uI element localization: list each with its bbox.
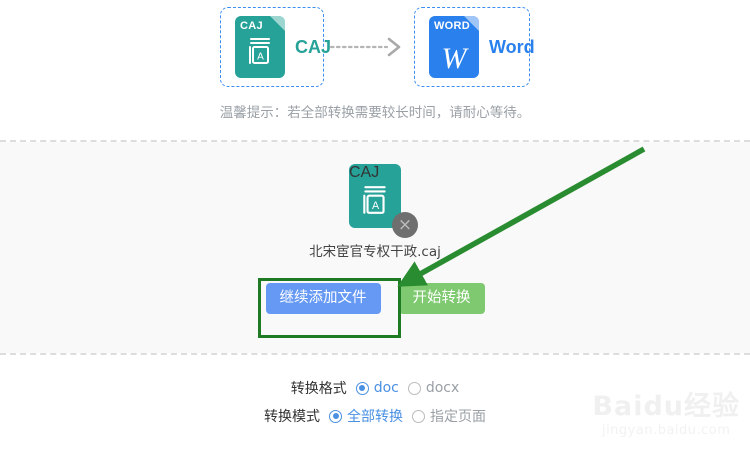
remove-file-icon[interactable]: × (392, 212, 418, 238)
conversion-tip-text: 温馨提示：若全部转换需要较长时间，请耐心等待。 (219, 105, 531, 121)
source-format-label: CAJ (295, 36, 332, 57)
separator-top (0, 140, 750, 142)
radio-label-all-pages: 全部转换 (347, 409, 403, 425)
file-thumbnail-wrap: CAJ A × (349, 164, 418, 238)
radio-option-all-pages[interactable]: 全部转换 (329, 406, 403, 426)
dotted-arrow-right-icon (326, 37, 412, 57)
page-fold-corner-icon (270, 16, 285, 31)
caj-file-icon: CAJ A (235, 16, 285, 78)
action-button-row: 继续添加文件 开始转换 (0, 283, 750, 314)
book-glyph-icon: A (247, 36, 273, 71)
option-label-format: 转换格式 (290, 381, 347, 397)
watermark-sub-text: jingyan.baidu.com (601, 423, 731, 438)
radio-doc-icon[interactable] (355, 381, 369, 395)
option-row-mode: 转换模式 全部转换 指定页面 (0, 402, 750, 430)
radio-label-docx: docx (425, 380, 460, 396)
svg-text:A: A (257, 52, 264, 63)
source-format-card[interactable]: CAJ A CAJ (220, 7, 331, 87)
svg-text:A: A (372, 200, 380, 212)
option-label-mode: 转换模式 (264, 409, 320, 425)
format-row: CAJ A CAJ (0, 0, 750, 87)
radio-option-docx[interactable]: docx (407, 380, 460, 396)
file-upload-area: CAJ A × 北宋宦官专权干政.caj 继续添加文件 开始转换 (0, 142, 750, 353)
caj-ext-label: CAJ (240, 20, 263, 32)
radio-specific-pages-icon[interactable] (412, 409, 425, 423)
caj-ext-label: CAJ (349, 164, 380, 181)
word-ext-label: WORD (434, 20, 471, 32)
file-name-label: 北宋宦官专权干政.caj (309, 244, 441, 260)
add-more-files-button[interactable]: 继续添加文件 (265, 283, 381, 314)
radio-label-specific-pages: 指定页面 (430, 409, 486, 425)
book-glyph-icon: A (361, 184, 389, 221)
radio-option-specific-pages[interactable]: 指定页面 (412, 406, 486, 426)
watermark-main-text: Baidu经验 (592, 391, 740, 422)
w-glyph-icon: W (441, 42, 467, 75)
conversion-format-banner: CAJ A CAJ (0, 0, 750, 140)
target-format-card[interactable]: WORD W Word (414, 7, 535, 87)
file-list-item[interactable]: CAJ A × 北宋宦官专权干政.caj (0, 164, 750, 260)
caj-file-icon: CAJ A (349, 164, 401, 228)
watermark: Baidu经验 jingyan.baidu.com (592, 393, 740, 438)
radio-all-pages-icon[interactable] (329, 409, 342, 423)
radio-docx-icon[interactable] (407, 381, 421, 395)
word-file-icon: WORD W (429, 16, 479, 78)
target-format-label: Word (489, 36, 535, 57)
start-conversion-button[interactable]: 开始转换 (398, 283, 485, 314)
radio-label-doc: doc (373, 380, 399, 396)
separator-bottom (0, 353, 750, 355)
option-row-format: 转换格式 doc docx (0, 374, 750, 402)
radio-option-doc[interactable]: doc (355, 380, 399, 396)
page-fold-corner-icon (464, 16, 479, 31)
conversion-options: 转换格式 doc docx 转换模式 全部转换 指定页面 (0, 355, 750, 453)
